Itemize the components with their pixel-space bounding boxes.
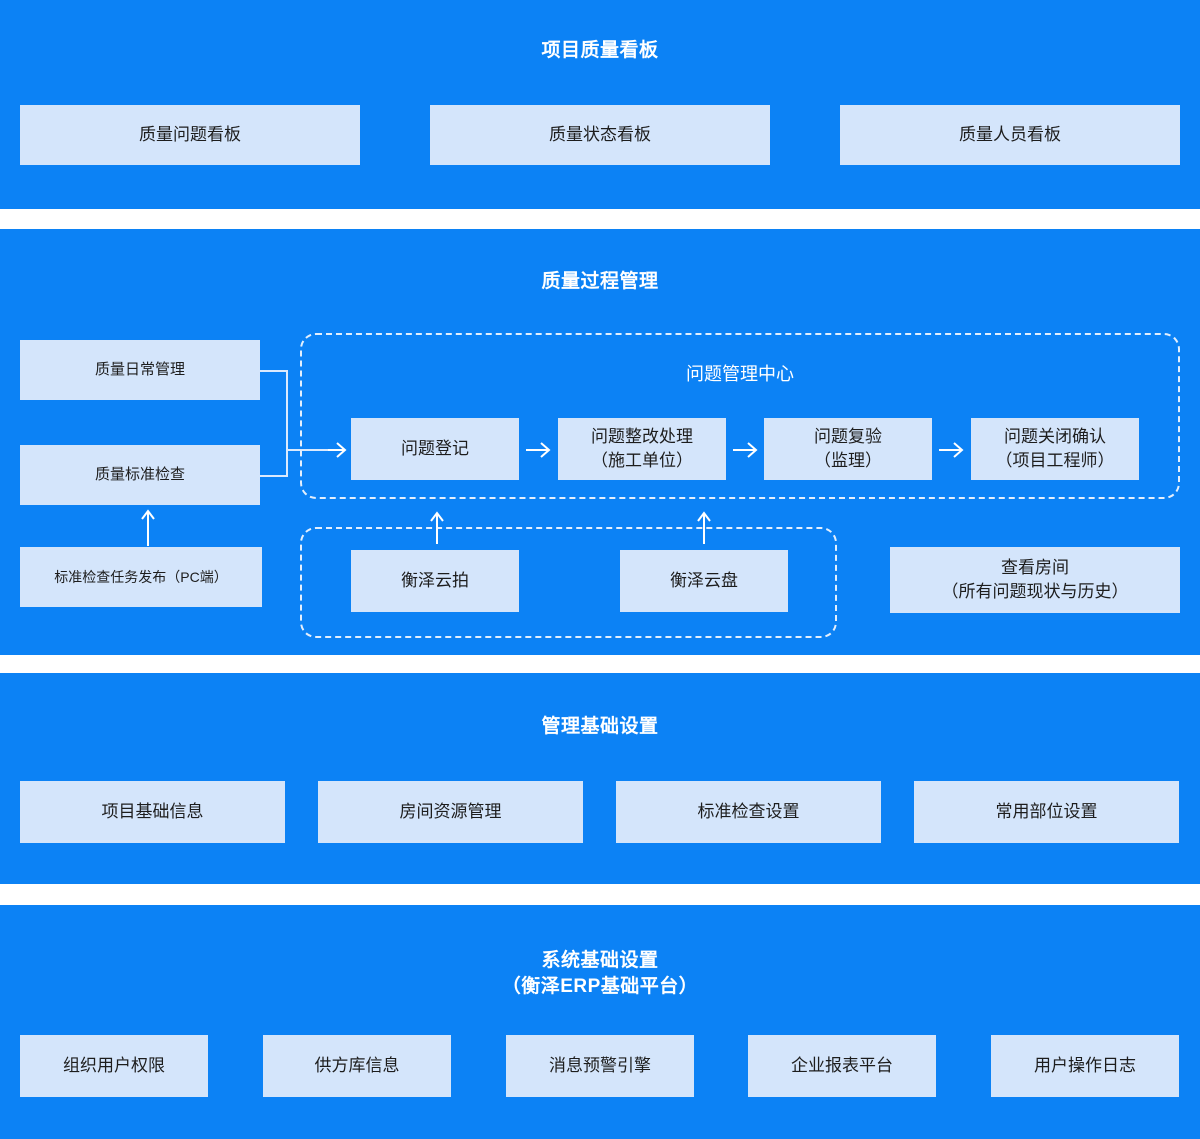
card-user-operation-log[interactable]: 用户操作日志	[991, 1035, 1179, 1097]
card-supplier-library-info[interactable]: 供方库信息	[263, 1035, 451, 1097]
section-management-base-settings: 管理基础设置 项目基础信息 房间资源管理 标准检查设置 常用部位设置	[0, 673, 1200, 884]
card-issue-rectification[interactable]: 问题整改处理 （施工单位）	[558, 418, 726, 480]
card-message-alert-engine[interactable]: 消息预警引擎	[506, 1035, 694, 1097]
section-subtitle-system-base-settings: （衡泽ERP基础平台）	[501, 976, 699, 997]
card-quality-staff-board[interactable]: 质量人员看板	[840, 105, 1180, 165]
card-hengze-cloud-photo[interactable]: 衡泽云拍	[351, 550, 519, 612]
card-issue-close-confirm[interactable]: 问题关闭确认 （项目工程师）	[971, 418, 1139, 480]
card-quality-status-board[interactable]: 质量状态看板	[430, 105, 770, 165]
section-system-base-settings: 系统基础设置 （衡泽ERP基础平台） 组织用户权限 供方库信息 消息预警引擎 企…	[0, 905, 1200, 1139]
section-quality-process-management: 质量过程管理 质量日常管理 质量标准检查 标准检查任务发布（PC端） 问题管理中…	[0, 229, 1200, 655]
card-quality-daily-management[interactable]: 质量日常管理	[20, 340, 260, 400]
arrow-step-1-to-2	[526, 442, 551, 458]
card-organization-user-permission[interactable]: 组织用户权限	[20, 1035, 208, 1097]
card-enterprise-report-platform[interactable]: 企业报表平台	[748, 1035, 936, 1097]
card-standard-inspection-task-publish[interactable]: 标准检查任务发布（PC端）	[20, 547, 262, 607]
card-project-base-info[interactable]: 项目基础信息	[20, 781, 285, 843]
card-room-resource-management[interactable]: 房间资源管理	[318, 781, 583, 843]
section-title-system-base-settings: 系统基础设置	[541, 950, 659, 971]
card-view-room[interactable]: 查看房间 （所有问题现状与历史）	[890, 547, 1180, 613]
card-standard-inspection-settings[interactable]: 标准检查设置	[616, 781, 881, 843]
card-common-position-settings[interactable]: 常用部位设置	[914, 781, 1179, 843]
arrow-up-cloud-disk	[697, 511, 711, 544]
section-title-management-base-settings: 管理基础设置	[541, 716, 659, 737]
section-title-quality-process-management: 质量过程管理	[541, 271, 659, 292]
card-issue-register[interactable]: 问题登记	[351, 418, 519, 480]
connector-standard-inspection-stub	[260, 475, 288, 477]
arrow-up-task-publish-to-standard-inspection	[141, 509, 155, 546]
card-quality-issue-board[interactable]: 质量问题看板	[20, 105, 360, 165]
group-title-issue-management-center: 问题管理中心	[686, 364, 794, 384]
group-cloud-tools	[300, 527, 837, 638]
group-issue-management-center: 问题管理中心	[300, 333, 1180, 499]
connector-bracket-to-issue-register	[286, 449, 334, 451]
connector-bracket-vertical	[286, 370, 288, 477]
section-project-quality-dashboard: 项目质量看板 质量问题看板 质量状态看板 质量人员看板	[0, 0, 1200, 209]
card-hengze-cloud-disk[interactable]: 衡泽云盘	[620, 550, 788, 612]
arrow-step-2-to-3	[733, 442, 758, 458]
connector-daily-management-stub	[260, 370, 288, 372]
card-quality-standard-inspection[interactable]: 质量标准检查	[20, 445, 260, 505]
arrow-right-to-issue-register	[328, 442, 347, 458]
arrow-up-cloud-photo	[430, 511, 444, 544]
arrow-step-3-to-4	[939, 442, 964, 458]
section-title-project-quality-dashboard: 项目质量看板	[541, 40, 659, 61]
card-issue-reinspection[interactable]: 问题复验 （监理）	[764, 418, 932, 480]
